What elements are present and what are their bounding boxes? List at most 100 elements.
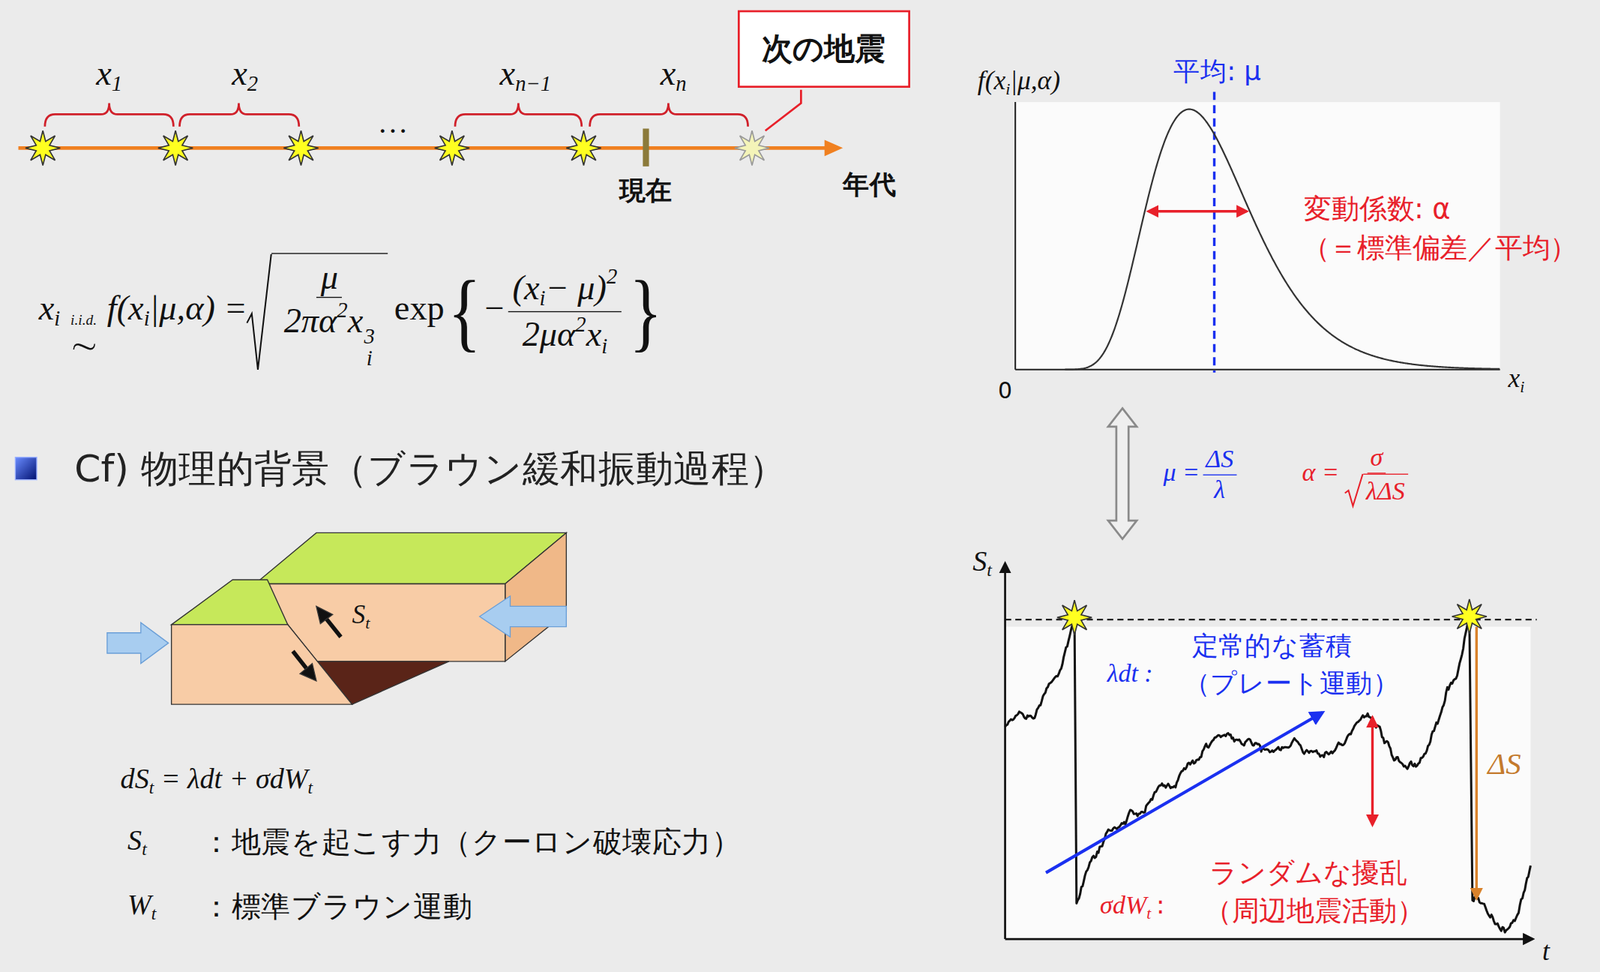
pdf-formula: x <box>586 315 603 354</box>
relation-formula: μ =ΔSλ <box>1163 444 1241 505</box>
earthquake-star <box>158 130 193 165</box>
axis-title: S <box>972 545 987 577</box>
earthquake-star <box>283 130 318 165</box>
fraction: σλΔS <box>1342 443 1412 507</box>
pdf-formula: i <box>601 332 608 358</box>
pdf-formula: 3 <box>364 326 375 349</box>
drift-term: λdt : <box>1107 659 1154 687</box>
stress-drop-label: ΔS <box>1487 746 1521 780</box>
pdf-formula: xii.i.d.∼f(xi|μ,α) =μ2πα2x3iexp{−(xi− μ)… <box>38 252 666 370</box>
x-axis <box>1015 368 1500 371</box>
force-label: St <box>352 598 371 633</box>
axis-title: f(x <box>977 65 1006 96</box>
interval-brace <box>590 102 749 126</box>
pdf-formula: i <box>53 305 60 331</box>
interval-label: x1 <box>95 53 123 98</box>
callout-text: 次の地震 <box>761 30 886 67</box>
numerator: μ <box>316 256 342 298</box>
fault-illustration <box>107 532 567 705</box>
stress-drop-arrow <box>1475 626 1478 899</box>
noise-description: （周辺地震活動） <box>1204 894 1425 926</box>
plot-panel <box>1005 626 1532 939</box>
relation-formula: μ = <box>1163 458 1201 486</box>
axis-tick: 0 <box>997 377 1013 405</box>
denominator: 2μα2xi <box>518 311 612 359</box>
interval-label: x <box>500 53 516 92</box>
interval-label: x <box>231 53 248 92</box>
interval-brace <box>44 102 174 126</box>
spread-arrow <box>1148 209 1247 213</box>
interval-brace <box>179 102 300 126</box>
drift-term: λdt : <box>1107 658 1154 690</box>
radical-sign <box>247 254 272 370</box>
distributed-symbol: i.i.d.∼ <box>68 311 99 365</box>
pdf-formula: f(x <box>107 288 144 327</box>
y-axis <box>1014 101 1016 370</box>
radical-sign <box>247 252 272 370</box>
noise-description: ランダムな擾乱 <box>1209 856 1408 888</box>
earthquake-star <box>1057 599 1092 635</box>
stress-drop-label: ΔS <box>1487 745 1521 783</box>
numerator: σ <box>1366 443 1386 474</box>
time-axis <box>17 146 829 150</box>
block-top <box>171 579 288 625</box>
radical-sign <box>1345 473 1364 507</box>
radicand: λΔS <box>1363 473 1409 507</box>
pdf-formula: i.i.d. <box>70 311 97 327</box>
pdf-formula: } <box>629 267 663 355</box>
slip-arrow-head <box>316 605 333 624</box>
drift-arrow <box>1045 712 1323 873</box>
pdf-formula: 2 <box>606 264 618 290</box>
pdf-formula: i <box>539 285 546 311</box>
interval-label: 2 <box>247 71 258 97</box>
fraction: ΔSλ <box>1202 444 1237 505</box>
section-heading: Cf) 物理的背景（ブラウン緩和振動過程） <box>74 446 787 492</box>
interval-label: xn−1 <box>500 53 552 98</box>
pdf-formula: 2μα <box>522 315 576 354</box>
pdf-formula: x <box>347 301 364 339</box>
mean-label: 平均: μ <box>1173 55 1261 87</box>
axis-title: t <box>1542 936 1550 966</box>
pdf-formula: |μ,α) = <box>149 288 248 327</box>
noise-term: σdW <box>1099 890 1147 919</box>
present-label: 現在 <box>619 174 673 207</box>
axis-label: 年代 <box>842 168 896 201</box>
symbol-description: ：地震を起こす力（クーロン破壊応力） <box>201 823 741 860</box>
noise-arrow <box>1371 717 1374 825</box>
stress-chart <box>1005 563 1538 939</box>
axis-title: St <box>972 544 992 582</box>
axis-title: t <box>986 560 992 581</box>
radicand: μ2πα2x3i <box>271 252 388 370</box>
axis-title: |μ,α) <box>1009 65 1061 96</box>
sde-formula: dS <box>120 762 150 795</box>
cv-note: （＝標準偏差／平均） <box>1302 231 1578 264</box>
earthquake-star <box>566 130 601 165</box>
noise-term: t <box>1146 903 1151 921</box>
radical-sign <box>1345 473 1364 507</box>
pdf-formula: 2πα <box>284 301 338 339</box>
slip-arrow <box>324 616 342 637</box>
relation-formula: σ <box>1370 443 1384 471</box>
axis-title: f(xi|μ,α) <box>977 64 1061 99</box>
drift-description: 定常的な蓄積 <box>1192 629 1353 661</box>
axis-title: i <box>1519 377 1525 396</box>
relation-formula: α =σλΔS <box>1302 443 1415 507</box>
sde-formula: t <box>308 778 314 798</box>
symbol-description: ：標準ブラウン運動 <box>201 888 473 924</box>
symbol: S <box>127 823 142 856</box>
block-side <box>505 532 567 661</box>
symbol-description: ：地震を起こす力（クーロン破壊応力） <box>201 823 741 859</box>
symbol: St <box>127 823 147 861</box>
y-axis <box>1003 563 1007 939</box>
interval-label: n−1 <box>515 71 552 97</box>
interval-label: x2 <box>231 53 258 98</box>
present-label: 現在 <box>619 174 673 206</box>
fraction: (xi− μ)22μα2xi <box>508 264 622 359</box>
pdf-formula: 2 <box>336 297 348 323</box>
ellipsis: … <box>377 104 409 141</box>
pdf-formula: i <box>364 347 375 370</box>
axis-title: xi <box>1508 362 1526 397</box>
force-label: t <box>365 613 370 631</box>
callout-box: 次の地震 <box>737 10 910 88</box>
fraction: μ2πα2x3i <box>279 256 379 370</box>
